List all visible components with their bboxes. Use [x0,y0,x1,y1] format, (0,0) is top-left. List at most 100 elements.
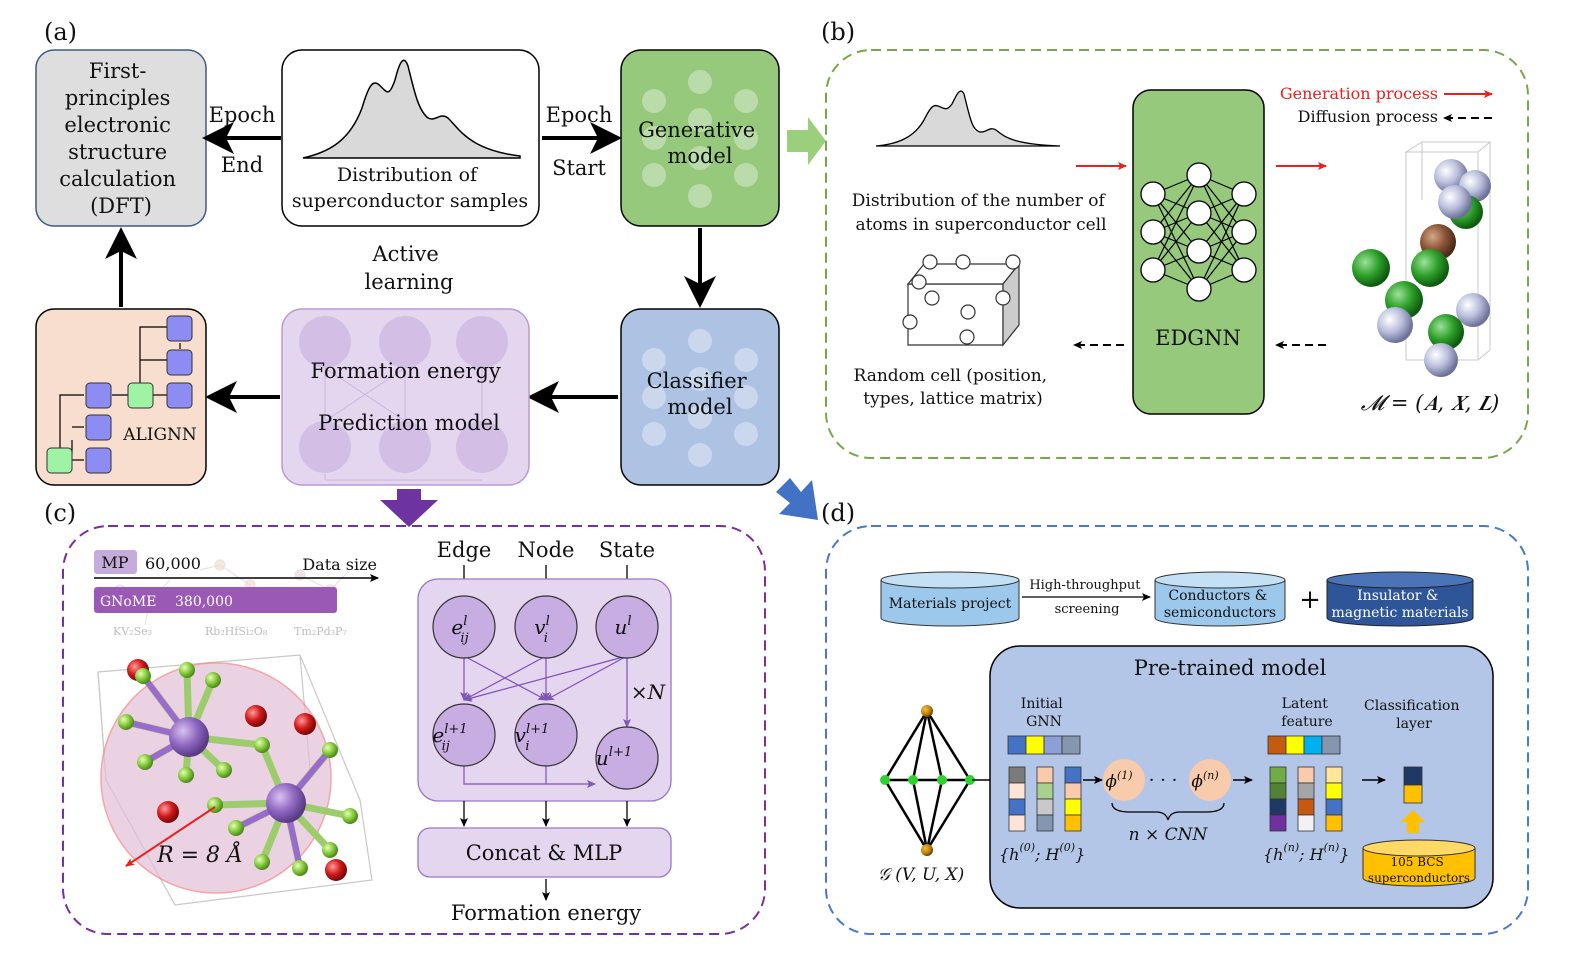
alignn-box: ALIGNN [35,308,207,486]
input-node: Node [518,538,575,562]
formation-energy-output: Formation energy [451,901,641,925]
pretrained-title: Pre-trained model [1134,656,1327,680]
screening-text: High-throughput screening [1029,578,1144,617]
crystal-equation: 𝓜 = (𝑨, 𝑿, 𝑳) [1361,391,1500,415]
svg-text:Conductors & semicondu: Conductors & semiconductors [1164,588,1276,621]
node-u-l: ul [614,614,631,639]
phi-n-label: ϕ(n) [1191,769,1218,792]
epoch-end-bottom: End [221,153,263,177]
initial-h-label: {h(0); H(0)} [999,841,1085,864]
pretrained-model-box [989,645,1494,909]
edgnn-text: EDGNN [1155,326,1241,350]
formation-nn-faint [299,316,508,473]
plus-sign: + [1299,585,1321,615]
legend-diffusion: Diffusion process [1298,107,1438,126]
crystal-structure [1352,141,1492,377]
formation-text: Formation energy Prediction model [311,359,508,435]
panel-d-label: (d) [821,499,855,527]
cnn-label: n × CNN [1129,825,1209,845]
random-cell-cube [902,254,1021,347]
classification-label: Classification layer [1364,698,1464,732]
dft-box: First- principles electronic structure c… [35,49,207,227]
epoch-start-top: Epoch [546,103,613,127]
db-bcs: 105 BCS superconductors [1362,839,1476,887]
alignn-text: ALIGNN [122,425,197,445]
arrow-to-panel-c [380,489,438,527]
distribution-curve [302,59,521,159]
bcs-up-arrow [1401,810,1425,833]
initial-gnn-columns [1008,766,1082,832]
panel-c: (c) KV₂Se₃ Rb₂HfSi₂O₈ Tm₂Pd₃P₇ MP 60,000… [44,499,766,935]
atom-distribution-curve [875,90,1061,147]
panel-a: (a) First- principles electronic structu… [35,18,826,486]
latent-h-label: {h(n); H(n)} [1263,841,1349,864]
formation-model-box: Formation energy Prediction model [281,308,530,486]
arrow-to-panel-b [787,117,826,165]
random-cell-text: Random cell (position, types, lattice ma… [854,366,1053,409]
initial-gnn-row [1007,735,1081,755]
panel-b-label: (b) [821,18,855,46]
atom-distribution-text: Distribution of the number of atoms in s… [852,191,1110,235]
edgnn-box: EDGNN [1132,89,1265,415]
db-conductors: Conductors & semiconductors [1154,571,1286,627]
panel-d: (d) Materials project High-throughput sc… [821,499,1529,935]
data-size-label: Data size [302,555,377,574]
phi-1-label: ϕ(1) [1105,769,1132,792]
epoch-start-bottom: Start [552,156,606,180]
arrow-to-panel-d [776,478,818,520]
panel-c-label: (c) [44,499,76,527]
concat-mlp-box [417,827,672,878]
concat-mlp-label: Concat & MLP [466,841,623,865]
panel-d-frame [825,525,1529,935]
classifier-model-box: Classifier model [620,308,780,486]
faint-label-2: Rb₂HfSi₂O₈ [205,625,268,638]
latent-label: Latent feature [1281,696,1332,730]
db-insulators: Insulator & magnetic materials [1326,571,1474,627]
faint-label-1: KV₂Se₃ [113,625,152,638]
gnome-bar [94,587,337,613]
input-edge: Edge [437,538,492,562]
classifier-text: Classifier model [647,369,754,419]
svg-text:Insulator & magnetic m: Insulator & magnetic materials [1332,588,1469,621]
active-learning-text: Active learning [365,242,454,294]
classifier-nn-faint [642,329,758,467]
latent-columns [1269,766,1343,832]
legend-generation: Generation process [1280,84,1438,103]
graph-label: 𝒢 (V, U, X) [878,865,965,885]
radius-label: R = 8 Å [156,840,243,868]
mp-label: MP [101,553,128,572]
mp-value: 60,000 [145,554,201,573]
faint-label-3: Tm₂Pd₃P₇ [294,625,347,638]
node-u-l1: ul+1 [596,745,632,770]
megnet-block: Edge Node State [417,538,672,925]
panel-b: (b) Generation process Diffusion process… [821,18,1529,459]
gnome-value: 380,000 [175,594,233,610]
cnn-dots: · · · [1149,770,1178,791]
input-graph: 𝒢 (V, U, X) [878,705,975,885]
phi-n-circle [1189,759,1231,801]
generative-text: Generative model [638,118,762,168]
generative-model-box: Generative model [620,49,780,227]
distribution-box: Distribution of superconductor samples [281,49,540,227]
dft-text: First- principles electronic structure c… [59,59,183,218]
panel-b-frame [825,49,1529,459]
db-materials-project: Materials project [880,571,1020,627]
initial-gnn-label: Initial GNN [1021,696,1067,730]
generative-nn-faint [642,70,758,208]
panel-c-frame [62,525,766,935]
repeat-label: ×N [631,680,667,704]
distribution-text: Distribution of superconductor samples [292,164,528,212]
cnn-brace [1111,802,1225,821]
radius-arrow [125,806,216,867]
svg-text:Materials project: Materials project [889,596,1012,612]
input-state: State [599,538,655,562]
epoch-end-top: Epoch [209,103,276,127]
graph-crystal: R = 8 Å [97,654,373,906]
phi-1-circle [1103,759,1145,801]
svg-text:105 BCS superconductor: 105 BCS superconductors [1368,855,1470,885]
